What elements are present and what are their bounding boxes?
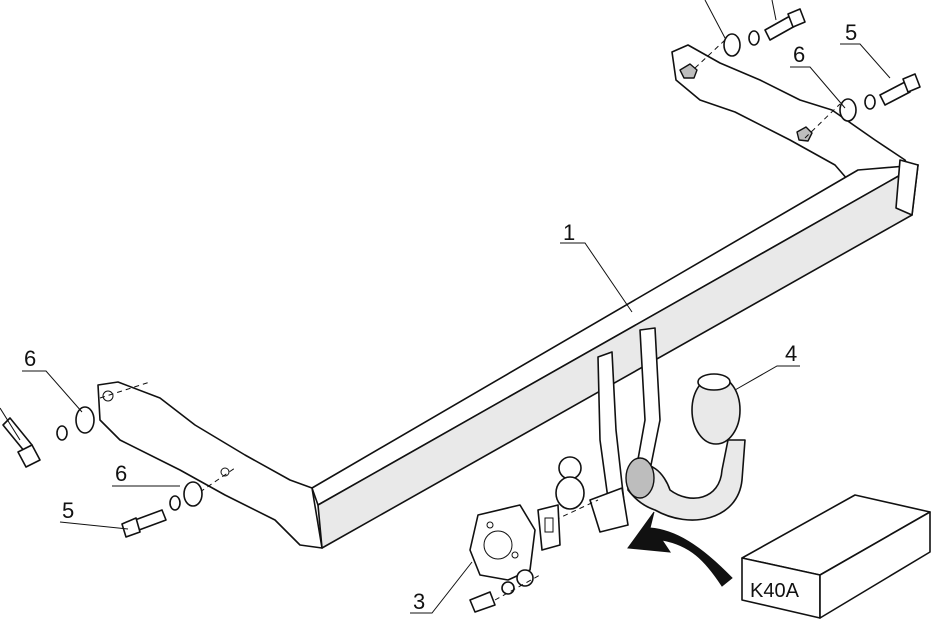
box-side (819, 511, 931, 619)
lock-washer (501, 581, 515, 595)
socket-plate-screw (486, 521, 494, 529)
socket-bolt (558, 456, 582, 480)
socket-plate-screw (511, 551, 519, 559)
package-box: K40A (741, 494, 931, 619)
bracket-nut (679, 63, 698, 79)
washer (516, 569, 534, 587)
callout-part-5-left: 5 (62, 498, 74, 523)
callout-part-6-top-right: 6 (793, 42, 805, 67)
callout-part-6-left-top: 6 (24, 346, 36, 371)
washer-6 (839, 98, 857, 122)
bolt-head (902, 73, 921, 93)
bracket-nut (796, 126, 813, 142)
package-label: K40A (750, 580, 800, 602)
callout-part-3: 3 (413, 589, 425, 614)
bracket-hole (102, 390, 114, 402)
bracket-hole (220, 467, 230, 477)
lock-washer (748, 30, 760, 46)
socket-plate (469, 504, 536, 581)
washer-6 (723, 33, 741, 57)
socket-plate-hole (483, 530, 513, 560)
neck-plate-right (636, 327, 661, 471)
socket-plate-assembly (469, 504, 561, 613)
neck-bracket (554, 327, 661, 533)
lock-washer (864, 94, 876, 110)
bolt-head (787, 8, 806, 28)
socket-bracket (537, 504, 561, 551)
small-bolt (469, 591, 496, 613)
bolt-head (17, 444, 41, 468)
right-side-bracket (671, 44, 911, 181)
neck-collar (625, 457, 655, 499)
lock-washer (169, 495, 181, 511)
fasteners-left (2, 406, 203, 538)
socket-bracket-slot (544, 517, 554, 533)
fasteners-top-right (723, 8, 921, 122)
tow-ball-top (697, 373, 731, 391)
lock-washer (56, 425, 68, 441)
neck-base-plate (589, 487, 629, 533)
direction-arrow (627, 511, 733, 587)
callout-part-4: 4 (785, 341, 797, 366)
callout-part-5-top-right: 5 (845, 20, 857, 45)
washer-6 (183, 481, 203, 507)
callout-part-6-left-bottom: 6 (115, 461, 127, 486)
cross-beam (97, 39, 919, 549)
left-side-bracket (97, 381, 323, 549)
ball-neck (625, 373, 746, 521)
callout-leaders (0, 0, 891, 614)
callout-part-1: 1 (563, 220, 575, 245)
washer-6 (75, 406, 95, 434)
bolt-5 (134, 509, 167, 531)
neck-tube (627, 439, 746, 521)
socket-spacer (555, 476, 585, 510)
bolt-head (121, 517, 141, 538)
beam-end-right (895, 159, 919, 216)
